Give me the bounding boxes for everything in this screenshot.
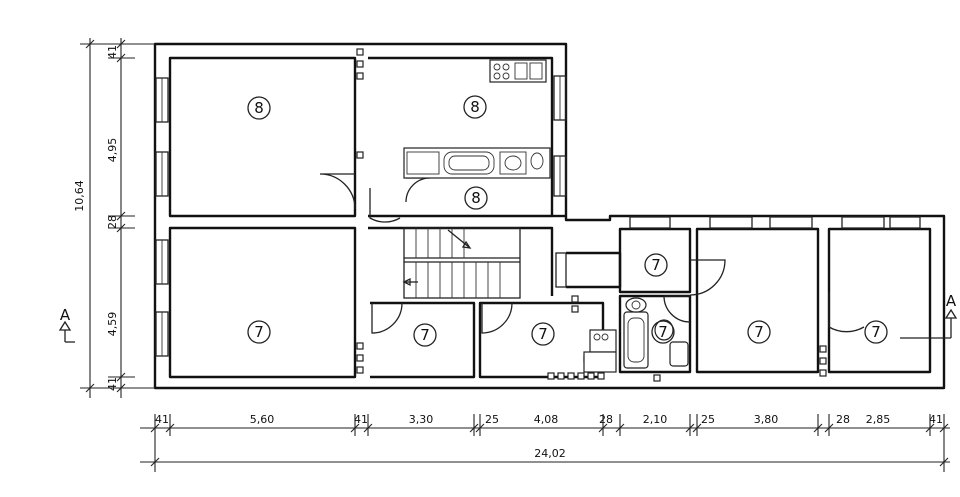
left-dimension-labels: 10,64 41 4,95 28 4,59 41 (73, 45, 119, 391)
svg-text:2,10: 2,10 (643, 413, 668, 426)
svg-text:7: 7 (871, 323, 881, 341)
section-marker-left: A (58, 306, 75, 343)
svg-text:A: A (946, 292, 957, 310)
svg-text:7: 7 (254, 323, 264, 341)
room-label: 7 (413, 323, 437, 347)
svg-text:41: 41 (354, 413, 368, 426)
svg-text:24,02: 24,02 (534, 447, 566, 460)
svg-text:4,59: 4,59 (106, 312, 119, 337)
svg-text:7: 7 (651, 256, 661, 274)
svg-text:7: 7 (754, 323, 764, 341)
staircase (402, 227, 521, 299)
chimney-vents (356, 48, 827, 382)
room-label: 7 (747, 320, 771, 344)
svg-text:41: 41 (155, 413, 169, 426)
room-label: 8 (247, 96, 271, 120)
room-labels: 8 8 8 7 7 7 7 7 7 7 (247, 95, 888, 347)
svg-text:28: 28 (836, 413, 850, 426)
svg-text:2,85: 2,85 (866, 413, 891, 426)
svg-text:5,60: 5,60 (250, 413, 275, 426)
svg-text:25: 25 (701, 413, 715, 426)
svg-text:4,95: 4,95 (106, 138, 119, 163)
svg-text:10,64: 10,64 (73, 180, 86, 212)
svg-text:41: 41 (106, 377, 119, 391)
svg-text:4,08: 4,08 (534, 413, 559, 426)
room-label: 7 (531, 322, 555, 346)
svg-text:3,80: 3,80 (754, 413, 779, 426)
kitchen-bath-fixtures (403, 59, 689, 373)
outer-walls (153, 42, 946, 390)
bottom-dimension-labels: 41 5,60 41 3,30 25 4,08 28 2,10 25 3,80 … (155, 413, 943, 460)
section-marker-right: A (900, 292, 958, 339)
svg-text:7: 7 (420, 326, 430, 344)
left-dimension-lines (80, 38, 155, 398)
svg-text:8: 8 (254, 99, 264, 117)
svg-text:41: 41 (929, 413, 943, 426)
room-label: 7 (864, 320, 888, 344)
svg-text:25: 25 (485, 413, 499, 426)
room-label: 7 (247, 320, 271, 344)
svg-text:28: 28 (599, 413, 613, 426)
room-label: 8 (464, 186, 488, 210)
windows (155, 75, 921, 357)
svg-text:7: 7 (538, 325, 548, 343)
room-label: 8 (463, 95, 487, 119)
room-label: 7 (651, 320, 675, 344)
svg-text:A: A (60, 306, 71, 324)
bottom-dimension-lines (140, 414, 950, 472)
room-label: 7 (644, 253, 668, 277)
svg-text:41: 41 (106, 45, 119, 59)
svg-text:28: 28 (106, 215, 119, 229)
svg-text:3,30: 3,30 (409, 413, 434, 426)
door-swings (319, 173, 865, 334)
svg-text:8: 8 (470, 98, 480, 116)
svg-text:8: 8 (471, 189, 481, 207)
svg-text:7: 7 (658, 323, 668, 341)
